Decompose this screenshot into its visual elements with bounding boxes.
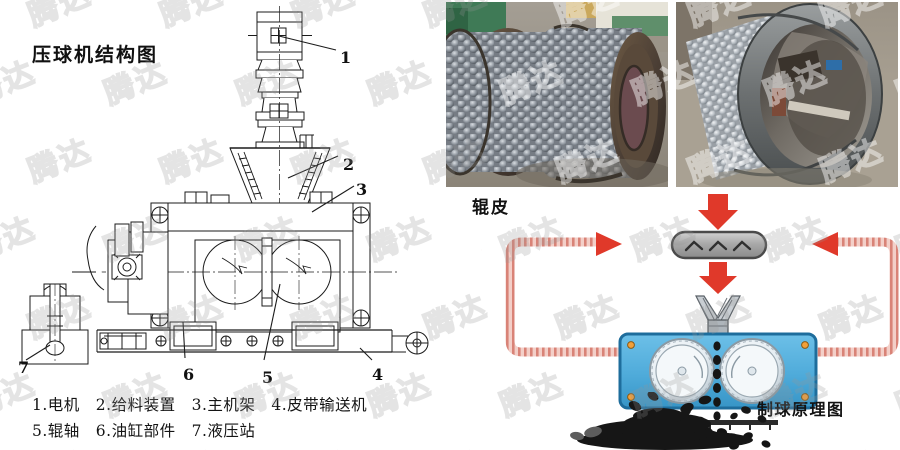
legend-item-main-frame: 3.主机架 xyxy=(191,396,256,414)
legend-item-belt-conveyor: 4.皮带输送机 xyxy=(271,396,368,414)
callout-number-1: 1 xyxy=(340,48,352,67)
callout-number-6: 6 xyxy=(183,365,195,384)
callout-number-5: 5 xyxy=(262,368,274,387)
feed-arrow-top xyxy=(698,194,738,230)
legend-row-2: 5.辊轴 6.油缸部件 7.液压站 xyxy=(18,418,438,444)
loop-arrow-left xyxy=(596,232,622,256)
loop-arrow-right xyxy=(812,232,838,256)
page-title: 压球机结构图 xyxy=(32,44,159,66)
legend-row-1: 1.电机 2.给料装置 3.主机架 4.皮带输送机 xyxy=(18,392,438,418)
pellet-pile xyxy=(570,392,753,450)
legend-item-feeder: 2.给料装置 xyxy=(95,396,176,414)
principle-diagram-label: 制球原理图 xyxy=(757,400,845,419)
ball-press-technical-drawing xyxy=(21,6,429,365)
legend-item-cylinder-parts: 6.油缸部件 xyxy=(95,422,176,440)
structure-diagram-panel: 压球机结构图 xyxy=(0,0,445,450)
roller-shells-pair-photo xyxy=(446,2,668,187)
feed-arrow-middle xyxy=(699,262,737,294)
callout-number-3: 3 xyxy=(356,180,368,199)
callout-number-7: 7 xyxy=(18,358,30,377)
mixer-unit xyxy=(670,230,768,260)
single-roller-shell-photo xyxy=(676,2,898,187)
pellet-stream xyxy=(712,341,722,421)
callout-number-2: 2 xyxy=(343,155,355,174)
legend-item-roller-shaft: 5.辊轴 xyxy=(32,422,80,440)
legend: 1.电机 2.给料装置 3.主机架 4.皮带输送机 5.辊轴 6.油缸部件 7.… xyxy=(18,392,438,444)
ball-forming-principle-diagram xyxy=(481,194,899,450)
legend-item-motor: 1.电机 xyxy=(32,396,80,414)
callout-number-4: 4 xyxy=(372,365,384,384)
legend-item-hydraulic-station: 7.液压站 xyxy=(191,422,256,440)
roller-skin-label: 辊皮 xyxy=(472,198,510,218)
